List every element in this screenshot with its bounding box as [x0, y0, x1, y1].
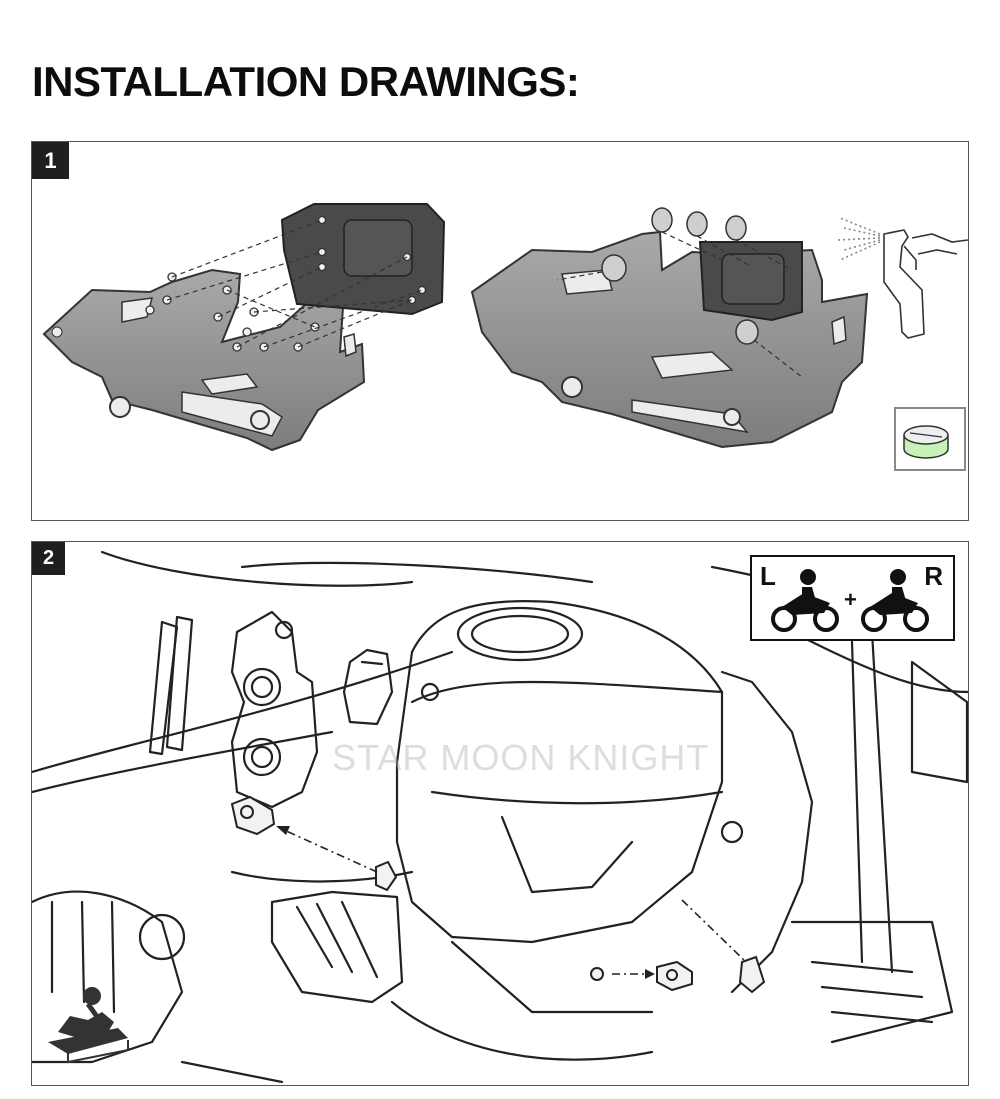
step-1-drawing [42, 203, 968, 452]
watermark: STAR MOON KNIGHT [332, 737, 710, 778]
assembly-arrows [283, 829, 745, 975]
right-bracket-assembly [470, 207, 869, 449]
adhesive-pad-icon [894, 407, 966, 471]
left-side-label: L [760, 561, 776, 591]
motorcycle-rider-icons [771, 569, 929, 632]
page-title: INSTALLATION DRAWINGS: [32, 58, 580, 105]
rider-side-view-icon [48, 987, 129, 1064]
left-bracket-assembly [42, 203, 446, 452]
step-1-panel: 1 [31, 141, 969, 521]
bolts-and-spacers [230, 795, 766, 994]
step-1-number: 1 [32, 142, 69, 179]
cleaning-spray-icon [837, 217, 968, 339]
step-2-panel: 2 [31, 541, 969, 1086]
left-and-right-sides-icon: L + R [750, 555, 955, 641]
step-2-drawing [32, 550, 968, 1084]
arrow-heads [276, 826, 655, 979]
right-side-label: R [924, 561, 943, 591]
step-2-number: 2 [32, 542, 65, 575]
plus-sign: + [844, 587, 857, 612]
